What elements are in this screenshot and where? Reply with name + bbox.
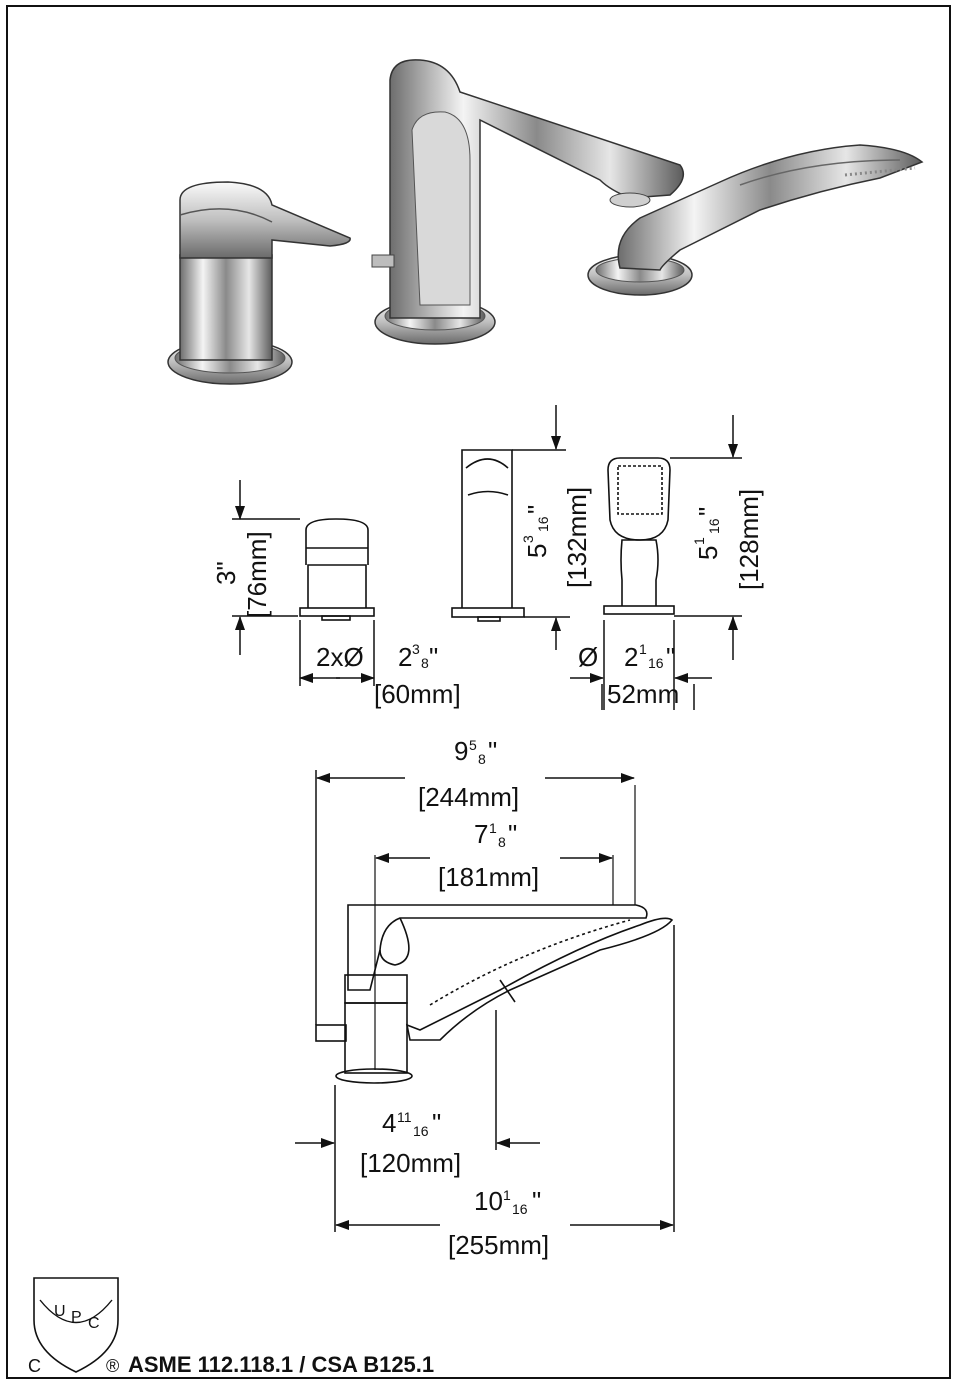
shower-diameter-whole: 2 <box>624 642 638 672</box>
shower-height-denominator: 16 <box>706 518 722 534</box>
spout-render <box>371 59 685 345</box>
hand-shower-render <box>587 144 924 296</box>
offset-whole: 4 <box>382 1108 396 1138</box>
base-diameter-prefix: 2xØ <box>316 642 364 672</box>
svg-text:": " <box>432 1108 441 1138</box>
registered-mark: ® <box>106 1356 119 1376</box>
standard-text: ASME 112.118.1 / CSA B125.1 <box>128 1352 434 1377</box>
shower-height-mm-text: [128mm] <box>734 489 764 590</box>
front-elevations: 3" [76mm] 2xØ 2 3 8 " [60mm] 5 3 16 " [1… <box>211 405 764 710</box>
page-border <box>6 5 951 1379</box>
total-length-whole: 10 <box>474 1186 503 1216</box>
plan-view: 9 5 8 " [244mm] 7 1 8 " [181mm] 4 11 16 … <box>295 736 675 1260</box>
handle-height-mm-text: [76mm] <box>242 531 272 618</box>
total-length-dimension <box>335 925 675 1232</box>
upc-letter-u: U <box>54 1303 66 1320</box>
upc-letter-p: P <box>71 1309 82 1326</box>
svg-text:": " <box>666 642 675 672</box>
handle-height-dimension <box>232 480 300 655</box>
certification: U P C C ® ASME 112.118.1 / CSA B125.1 <box>28 1277 434 1377</box>
handle-height-text: 3" <box>211 561 241 585</box>
overall-width-mm-text: [244mm] <box>418 782 519 812</box>
spout-elevation <box>451 449 525 622</box>
handle-valve-render <box>167 181 351 385</box>
total-length-mm-text: [255mm] <box>448 1230 549 1260</box>
reach-mm-text: [181mm] <box>438 862 539 892</box>
shower-height-dimension <box>670 415 742 660</box>
base-diameter-numerator: 3 <box>412 641 420 657</box>
shower-diameter-prefix: Ø <box>578 642 598 672</box>
offset-dimension <box>295 1010 540 1232</box>
handle-elevation <box>299 518 375 621</box>
base-diameter-mm-text: [60mm] <box>374 679 461 709</box>
product-render <box>167 59 924 385</box>
svg-text:": " <box>522 505 552 514</box>
reach-denominator: 8 <box>498 834 506 850</box>
offset-denominator: 16 <box>413 1123 429 1139</box>
upc-letter-c: C <box>88 1315 100 1332</box>
base-diameter-denominator: 8 <box>421 655 429 671</box>
base-diameter-dimension <box>299 620 375 686</box>
svg-text:": " <box>508 819 517 849</box>
shower-diameter-dimension <box>570 620 712 710</box>
shower-diameter-numerator: 1 <box>639 641 647 657</box>
shower-diameter-denominator: 16 <box>648 655 664 671</box>
plan-view-drawing <box>315 785 674 1084</box>
svg-text:": " <box>488 736 497 766</box>
svg-text:": " <box>693 507 723 516</box>
reach-numerator: 1 <box>489 820 497 836</box>
shower-elevation <box>603 457 675 615</box>
csa-c-mark: C <box>28 1356 41 1376</box>
spout-height-mm-text: [132mm] <box>562 487 592 588</box>
base-diameter-whole: 2 <box>398 642 412 672</box>
shower-height-numerator: 1 <box>691 537 707 545</box>
spout-height-denominator: 16 <box>535 516 551 532</box>
offset-mm-text: [120mm] <box>360 1148 461 1178</box>
overall-width-denominator: 8 <box>478 751 486 767</box>
shower-diameter-mm-text: 52mm <box>607 679 679 709</box>
total-length-numerator: 1 <box>503 1187 511 1203</box>
spout-height-dimension <box>512 405 570 650</box>
offset-numerator: 11 <box>397 1109 412 1125</box>
svg-text:": " <box>429 642 438 672</box>
upc-logo: U P C <box>33 1277 119 1373</box>
spout-height-numerator: 3 <box>520 535 536 543</box>
reach-whole: 7 <box>474 819 488 849</box>
svg-text:": " <box>532 1186 541 1216</box>
total-length-denominator: 16 <box>512 1201 528 1217</box>
spout-height-whole: 5 <box>522 544 552 558</box>
overall-width-whole: 9 <box>454 736 468 766</box>
overall-width-dimension <box>315 770 635 1025</box>
shower-height-whole: 5 <box>693 546 723 560</box>
overall-width-numerator: 5 <box>469 737 477 753</box>
